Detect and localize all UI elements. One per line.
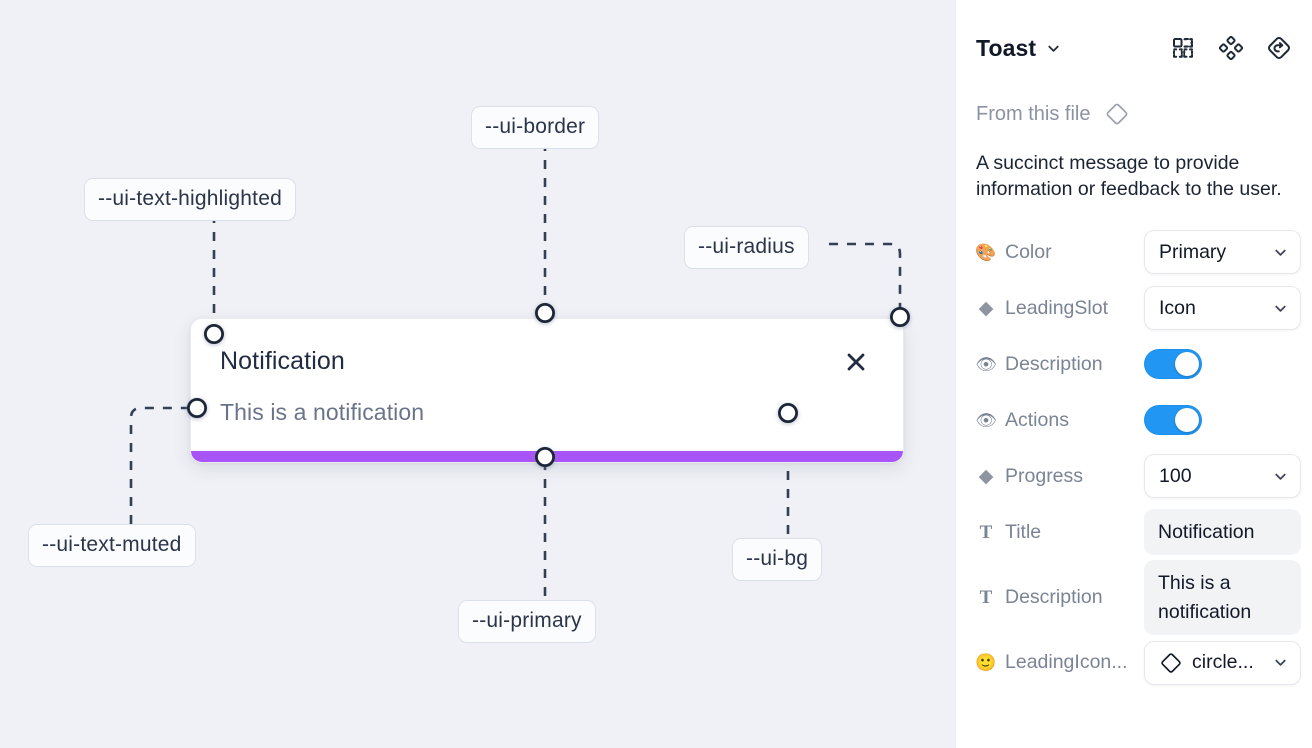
from-this-file-row[interactable]: From this file (972, 96, 1296, 132)
color-select[interactable]: Primary (1144, 230, 1301, 275)
property-control-leading-icon: circle... (1144, 640, 1301, 685)
text-icon: T (979, 521, 993, 543)
eye-emoji-icon: 👁 (976, 354, 997, 374)
panel-header: Toast (972, 0, 1296, 96)
property-control-description-toggle (1144, 349, 1292, 380)
toast-title: Notification (220, 347, 345, 375)
chevron-down-icon (1273, 301, 1288, 316)
title-input[interactable]: Notification (1144, 509, 1301, 556)
diamond-outline-icon (1159, 651, 1183, 675)
property-control-description-text: This is a notification (1144, 560, 1301, 635)
property-label-text: LeadingSlot (1005, 296, 1109, 319)
palette-emoji-icon: 🎨 (976, 242, 997, 262)
color-select-value: Primary (1159, 240, 1227, 263)
annotation-label-ui-bg[interactable]: --ui-bg (732, 538, 823, 581)
property-rows: 🎨 Color Primary ◆ LeadingSlot (972, 224, 1301, 691)
from-this-file-label: From this file (976, 102, 1091, 125)
property-control-progress: 100 (1144, 454, 1301, 499)
property-label-leading-icon: 🙂 LeadingIcon... (976, 651, 1144, 674)
property-label-text: Progress (1005, 464, 1084, 487)
leading-icon-select-value: circle... (1192, 651, 1254, 674)
leading-slot-select[interactable]: Icon (1144, 286, 1301, 331)
toast-progress-bar (191, 451, 903, 462)
annotation-label-ui-text-muted[interactable]: --ui-text-muted (28, 524, 196, 567)
leading-slot-select-value: Icon (1159, 296, 1196, 319)
property-label-text: LeadingIcon... (1005, 651, 1128, 674)
reset-diamond-icon[interactable] (1266, 35, 1292, 61)
diamond-filled-icon: ◆ (978, 465, 994, 487)
property-label-text: Actions (1005, 408, 1069, 431)
chevron-down-icon[interactable] (1046, 41, 1061, 56)
property-label-description-text: T Description (976, 586, 1144, 609)
toggle-knob (1175, 408, 1199, 433)
property-control-leading-slot: Icon (1144, 286, 1301, 331)
component-description: A succinct message to provide informatio… (976, 152, 1282, 201)
property-control-title: Notification (1144, 509, 1301, 556)
leading-icon-select[interactable]: circle... (1144, 640, 1301, 685)
panel-title: Toast (976, 34, 1037, 61)
actions-toggle[interactable] (1144, 405, 1202, 436)
diamond-filled-icon: ◆ (978, 297, 994, 319)
variants-cluster-icon[interactable] (1218, 35, 1244, 61)
property-row-description-text: T Description This is a notification (972, 560, 1301, 635)
description-toggle[interactable] (1144, 349, 1202, 380)
property-control-actions-toggle (1144, 405, 1292, 436)
property-row-leading-slot: ◆ LeadingSlot Icon (972, 280, 1301, 336)
chevron-down-icon (1273, 245, 1288, 260)
property-label-leading-slot: ◆ LeadingSlot (976, 297, 1144, 320)
chevron-down-icon (1273, 469, 1288, 484)
diamond-outline-icon (1104, 101, 1130, 127)
property-row-description-toggle: 👁 Description (972, 336, 1296, 392)
property-label-text: Color (1005, 240, 1052, 263)
property-label-color: 🎨 Color (976, 241, 1144, 264)
property-row-color: 🎨 Color Primary (972, 224, 1301, 280)
properties-panel: Toast (956, 0, 1312, 748)
component-grid-icon[interactable] (1170, 35, 1196, 61)
property-label-actions-toggle: 👁 Actions (976, 409, 1144, 432)
panel-header-actions (1170, 35, 1292, 61)
design-canvas[interactable]: Notification This is a notification --ui… (0, 0, 956, 748)
annotation-connectors (129, 142, 902, 601)
chevron-down-icon (1273, 655, 1288, 670)
property-label-text: Description (1005, 586, 1103, 609)
property-label-text: Description (1005, 352, 1103, 375)
annotation-label-ui-radius[interactable]: --ui-radius (684, 226, 809, 269)
eye-emoji-icon: 👁 (976, 410, 997, 430)
property-row-progress: ◆ Progress 100 (972, 448, 1301, 504)
progress-select[interactable]: 100 (1144, 454, 1301, 499)
toggle-knob (1175, 352, 1199, 377)
progress-select-value: 100 (1159, 464, 1192, 487)
annotation-label-ui-border[interactable]: --ui-border (471, 106, 600, 149)
property-row-actions-toggle: 👁 Actions (972, 392, 1296, 448)
description-input[interactable]: This is a notification (1144, 560, 1301, 635)
annotation-label-ui-text-highlighted[interactable]: --ui-text-highlighted (84, 178, 296, 221)
toast-component-preview[interactable]: Notification This is a notification (190, 318, 904, 463)
property-label-progress: ◆ Progress (976, 465, 1144, 488)
property-label-description-toggle: 👁 Description (976, 353, 1144, 376)
property-control-color: Primary (1144, 230, 1301, 275)
property-label-title: T Title (976, 521, 1144, 544)
text-icon: T (979, 587, 993, 609)
property-row-leading-icon: 🙂 LeadingIcon... circle... (972, 635, 1301, 691)
smiley-emoji-icon: 🙂 (976, 653, 997, 673)
property-label-text: Title (1005, 520, 1042, 543)
close-icon[interactable] (843, 349, 869, 375)
property-row-title: T Title Notification (972, 504, 1301, 560)
toast-description: This is a notification (220, 399, 425, 425)
annotation-label-ui-primary[interactable]: --ui-primary (458, 600, 596, 643)
